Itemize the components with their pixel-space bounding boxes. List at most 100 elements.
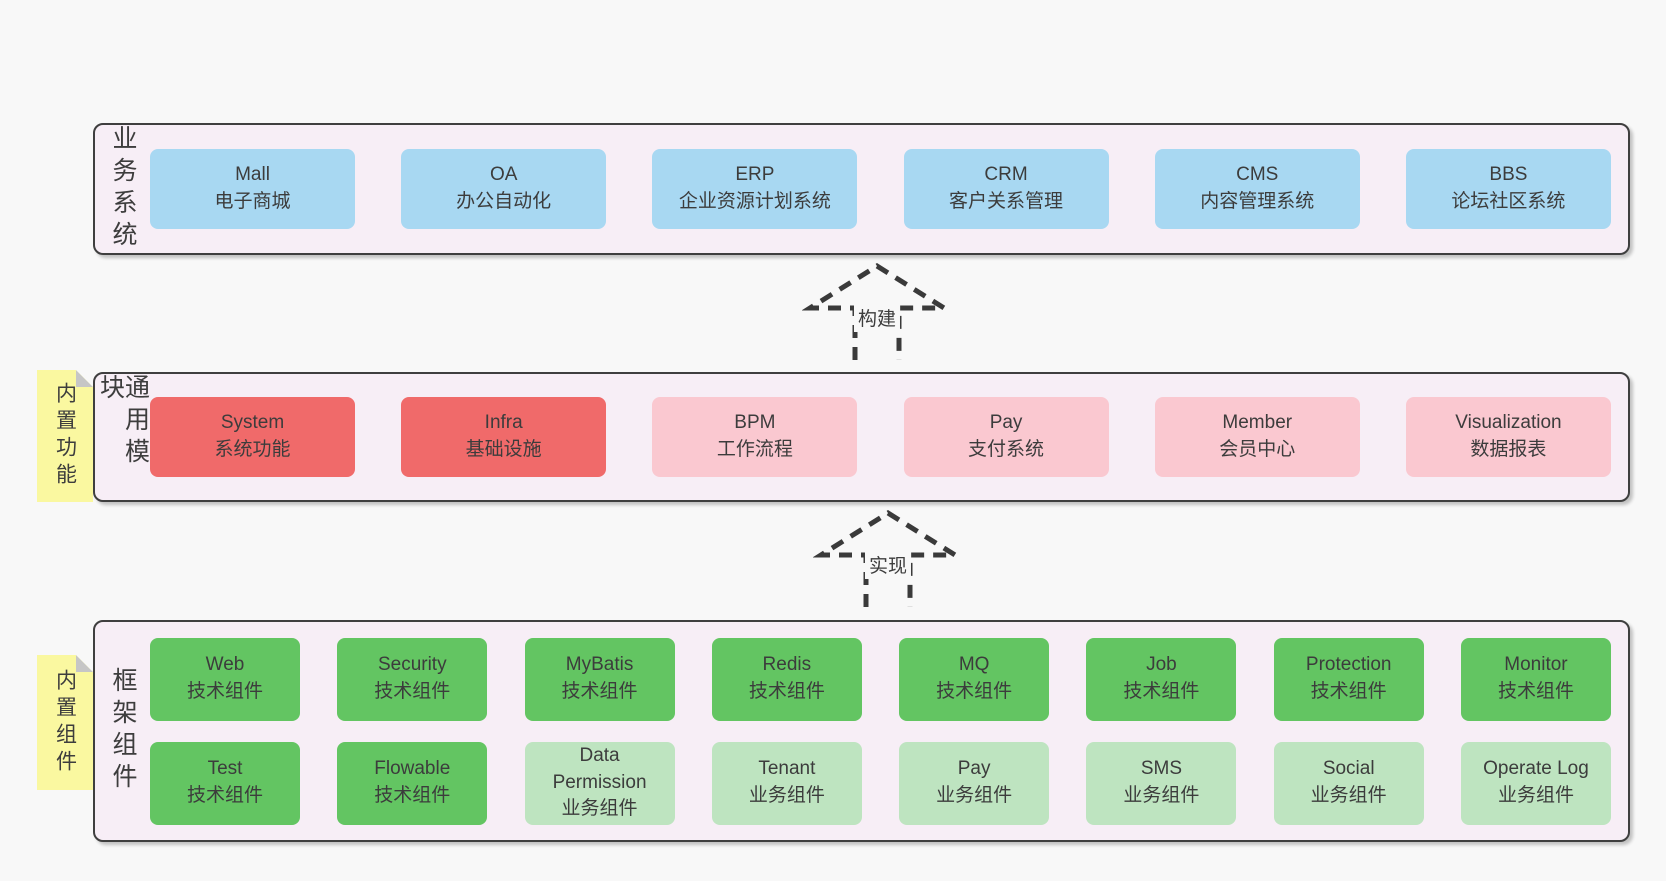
box-system: System 系统功能 xyxy=(150,397,355,477)
box-data-permission: Data Permission 业务组件 xyxy=(524,741,675,825)
box-flowable: Flowable 技术组件 xyxy=(337,741,488,825)
box-protection: Protection 技术组件 xyxy=(1273,637,1424,721)
box-subtitle: 技术组件 xyxy=(374,785,451,806)
box-title: Job xyxy=(1146,654,1177,676)
box-subtitle: 内容管理系统 xyxy=(1200,191,1315,212)
box-title: Social xyxy=(1322,758,1375,780)
box-subtitle: 技术组件 xyxy=(1310,681,1387,702)
box-subtitle: 企业资源计划系统 xyxy=(678,191,831,212)
box-title: Flowable xyxy=(374,758,451,780)
box-job: Job 技术组件 xyxy=(1086,637,1237,721)
box-subtitle: 技术组件 xyxy=(748,681,825,702)
box-title: MQ xyxy=(958,654,990,676)
box-title: Test xyxy=(207,758,243,780)
sticky-note-built-in-features: 内置功能 xyxy=(37,370,93,502)
box-pay: Pay 支付系统 xyxy=(903,397,1109,477)
box-title: System xyxy=(220,412,285,434)
box-subtitle: 业务组件 xyxy=(936,785,1013,806)
box-title: Web xyxy=(205,654,245,676)
layer-label-components: 框架组件 xyxy=(109,667,137,795)
box-title: Pay xyxy=(989,412,1023,434)
box-social: Social 业务组件 xyxy=(1273,741,1424,825)
box-title: MyBatis xyxy=(565,654,634,676)
component-boxes: Web 技术组件 Security 技术组件 MyBatis 技术组件 Redi… xyxy=(150,622,1628,840)
layer-label-business: 业务系统 xyxy=(109,125,137,253)
layer-business-systems: 业务系统 Mall 电子商城 OA 办公自动化 ERP 企业资源计划系统 CRM… xyxy=(93,123,1630,255)
box-operate-log: Operate Log 业务组件 xyxy=(1460,741,1611,825)
box-title: SMS xyxy=(1140,758,1182,780)
box-title: Visualization xyxy=(1455,412,1562,434)
box-cms: CMS 内容管理系统 xyxy=(1154,149,1360,229)
box-sms: SMS 业务组件 xyxy=(1086,741,1237,825)
box-mall: Mall 电子商城 xyxy=(150,149,355,229)
box-title: BBS xyxy=(1489,164,1528,186)
box-title: Redis xyxy=(762,654,812,676)
box-title: Monitor xyxy=(1504,654,1568,676)
box-mq: MQ 技术组件 xyxy=(899,637,1050,721)
box-tenant: Tenant 业务组件 xyxy=(711,741,862,825)
box-subtitle: 办公自动化 xyxy=(456,191,552,212)
box-web: Web 技术组件 xyxy=(150,637,300,721)
box-subtitle: 技术组件 xyxy=(1123,681,1200,702)
box-subtitle: 论坛社区系统 xyxy=(1451,191,1566,212)
business-boxes: Mall 电子商城 OA 办公自动化 ERP 企业资源计划系统 CRM 客户关系… xyxy=(150,125,1628,253)
box-subtitle: 会员中心 xyxy=(1219,439,1296,460)
box-subtitle: 客户关系管理 xyxy=(949,191,1064,212)
box-bbs: BBS 论坛社区系统 xyxy=(1405,149,1611,229)
sticky-note-built-in-components: 内置组件 xyxy=(37,655,93,790)
arrow-implement: 实现 xyxy=(813,509,963,607)
box-pay-biz: Pay 业务组件 xyxy=(899,741,1050,825)
box-subtitle: 数据报表 xyxy=(1470,439,1547,460)
box-subtitle: 系统功能 xyxy=(214,439,291,460)
module-boxes: System 系统功能 Infra 基础设施 BPM 工作流程 Pay 支付系统… xyxy=(150,374,1628,500)
box-title: CMS xyxy=(1236,164,1279,186)
box-subtitle: 基础设施 xyxy=(465,439,542,460)
box-subtitle: 支付系统 xyxy=(968,439,1045,460)
box-crm: CRM 客户关系管理 xyxy=(903,149,1109,229)
box-erp: ERP 企业资源计划系统 xyxy=(652,149,858,229)
box-mybatis: MyBatis 技术组件 xyxy=(524,637,675,721)
box-infra: Infra 基础设施 xyxy=(401,397,607,477)
box-subtitle: 电子商城 xyxy=(214,191,291,212)
box-subtitle: 技术组件 xyxy=(186,681,263,702)
box-subtitle: 业务组件 xyxy=(561,798,638,820)
box-monitor: Monitor 技术组件 xyxy=(1460,637,1611,721)
arrow-build: 构建 xyxy=(802,262,952,360)
box-title: CRM xyxy=(984,164,1028,186)
arrow-label: 构建 xyxy=(853,303,901,332)
box-subtitle: 业务组件 xyxy=(1310,785,1387,806)
box-title: Operate Log xyxy=(1483,758,1589,780)
box-subtitle: 技术组件 xyxy=(186,785,263,806)
box-title: Security xyxy=(377,654,447,676)
box-title: Member xyxy=(1222,412,1293,434)
layer-common-modules: 通用模块 System 系统功能 Infra 基础设施 BPM 工作流程 Pay… xyxy=(93,372,1630,502)
box-security: Security 技术组件 xyxy=(337,637,488,721)
box-title: Pay xyxy=(957,758,991,780)
box-subtitle: 工作流程 xyxy=(716,439,793,460)
box-subtitle: 技术组件 xyxy=(374,681,451,702)
box-redis: Redis 技术组件 xyxy=(711,637,862,721)
box-title: Protection xyxy=(1305,654,1392,676)
layer-label-modules: 通用模块 xyxy=(96,374,150,470)
box-visualization: Visualization 数据报表 xyxy=(1405,397,1611,477)
layer-framework-components: 框架组件 Web 技术组件 Security 技术组件 MyBatis 技术组件… xyxy=(93,620,1630,842)
box-subtitle: 技术组件 xyxy=(936,681,1013,702)
box-title: BPM xyxy=(734,412,776,434)
box-member: Member 会员中心 xyxy=(1154,397,1360,477)
arrow-label: 实现 xyxy=(864,550,912,579)
box-title: Mall xyxy=(235,164,270,186)
box-subtitle: 技术组件 xyxy=(561,681,638,702)
note-text: 内置功能 xyxy=(53,382,77,490)
box-title: ERP xyxy=(735,164,775,186)
note-fold-corner-icon xyxy=(76,370,93,387)
note-text: 内置组件 xyxy=(53,668,77,777)
box-subtitle: 业务组件 xyxy=(748,785,825,806)
box-oa: OA 办公自动化 xyxy=(401,149,607,229)
note-fold-corner-icon xyxy=(76,655,93,672)
box-title: Data Permission xyxy=(552,744,647,793)
box-subtitle: 业务组件 xyxy=(1123,785,1200,806)
box-subtitle: 技术组件 xyxy=(1497,681,1574,702)
box-title: OA xyxy=(489,164,518,186)
box-subtitle: 业务组件 xyxy=(1497,785,1574,806)
